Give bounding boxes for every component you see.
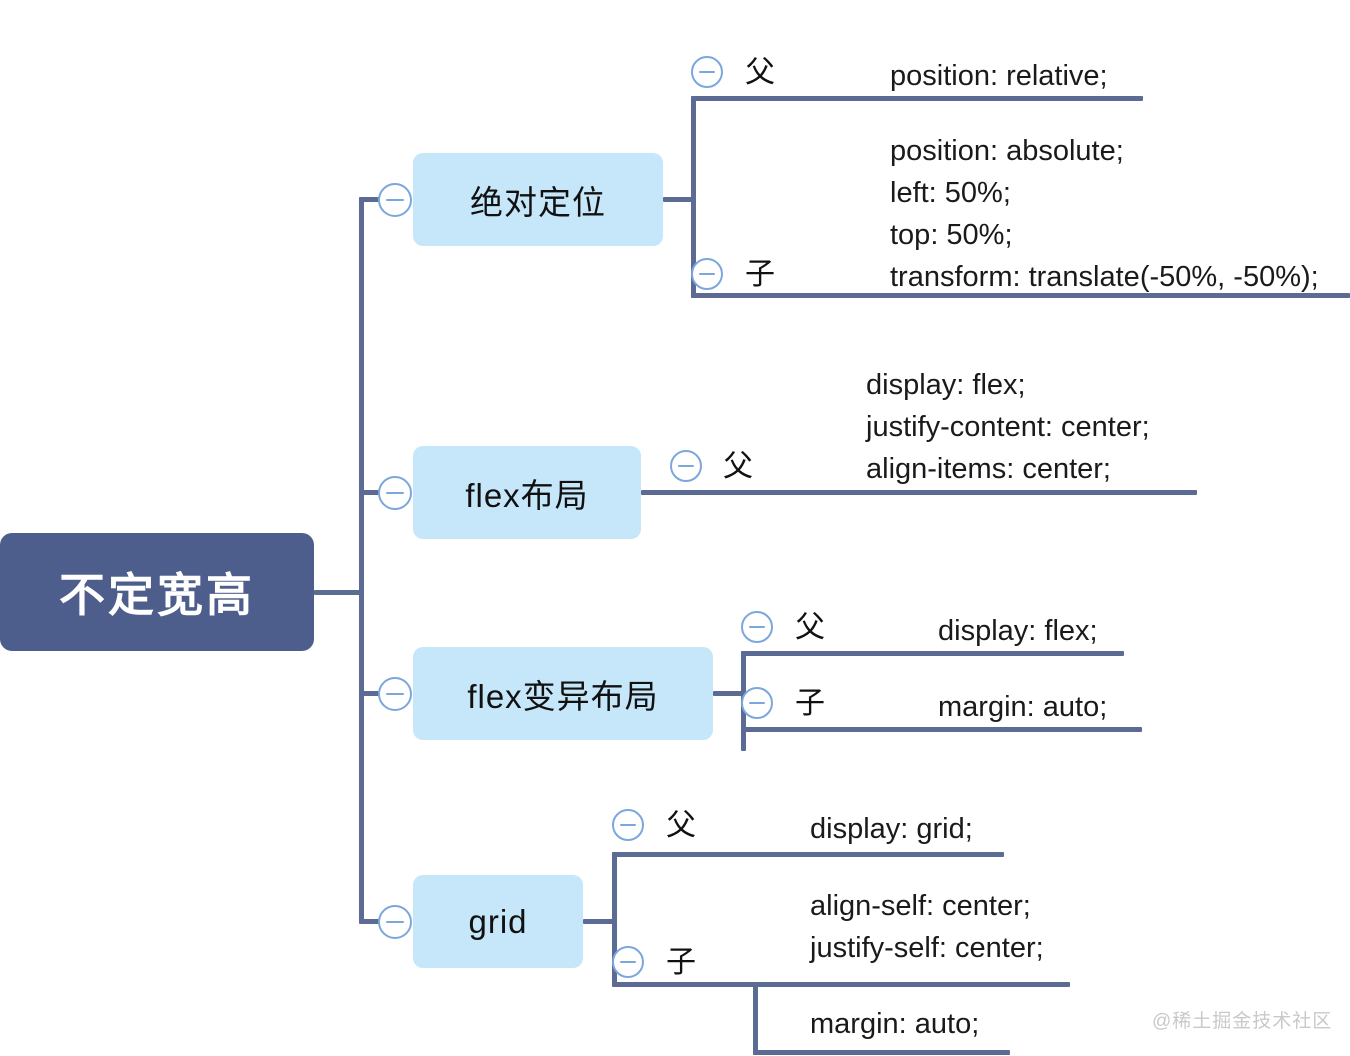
flex-variant-sub-stub [713, 691, 745, 696]
code-line: justify-self: center; [810, 932, 1044, 964]
collapse-toggle-flex-parent[interactable] [670, 450, 702, 482]
collapse-toggle-grid[interactable] [378, 905, 412, 939]
branch-connector-grid [359, 919, 389, 924]
absolute-child-declarations: position: absolute; left: 50%; top: 50%;… [890, 130, 1319, 298]
branch-node-flex-variant[interactable]: flex变异布局 [413, 647, 713, 740]
absolute-sub-bracket [691, 96, 696, 298]
collapse-toggle-flex-variant[interactable] [378, 677, 412, 711]
code-line: position: absolute; [890, 135, 1124, 167]
code-line: transform: translate(-50%, -50%); [890, 261, 1319, 293]
collapse-toggle-absolute[interactable] [378, 183, 412, 217]
code-line: margin: auto; [810, 1008, 980, 1040]
flex-parent-role-label: 父 [723, 450, 753, 483]
root-trunk-connector [314, 590, 362, 595]
trunk-vertical-line [359, 199, 364, 923]
flex-variant-child-role-label: 子 [795, 687, 825, 720]
watermark-label: @稀土掘金技术社区 [1152, 1011, 1333, 1032]
grid-sub-stub [583, 919, 615, 924]
code-line: left: 50%; [890, 177, 1011, 209]
collapse-toggle-absolute-parent[interactable] [691, 56, 723, 88]
collapse-toggle-flex-variant-parent[interactable] [741, 611, 773, 643]
code-line: align-items: center; [866, 453, 1111, 485]
grid-sub-bracket [612, 852, 617, 986]
flex-parent-underline [641, 490, 1197, 495]
branch-node-grid-label: grid [468, 902, 528, 940]
code-line: display: flex; [938, 615, 1098, 647]
branch-connector-flex-variant [359, 691, 389, 696]
grid-parent-underline [612, 852, 1004, 857]
grid-child-nested-declarations: margin: auto; [810, 1003, 979, 1045]
code-line: top: 50%; [890, 219, 1013, 251]
branch-node-flex[interactable]: flex布局 [413, 446, 641, 539]
branch-node-grid[interactable]: grid [413, 875, 583, 968]
flex-variant-child-underline [741, 727, 1142, 732]
absolute-child-underline [691, 293, 1350, 298]
branch-node-absolute[interactable]: 绝对定位 [413, 153, 663, 246]
absolute-sub-stub [663, 197, 695, 202]
grid-child-underline [612, 982, 1070, 987]
flex-parent-declarations: display: flex; justify-content: center; … [866, 364, 1150, 490]
absolute-parent-role-label: 父 [745, 56, 775, 89]
grid-child-role-label: 子 [666, 946, 696, 979]
code-line: position: relative; [890, 60, 1108, 92]
absolute-child-role-label: 子 [745, 258, 775, 291]
flex-variant-parent-underline [741, 651, 1124, 656]
flex-variant-parent-declarations: display: flex; [938, 610, 1098, 652]
flex-variant-parent-role-label: 父 [795, 611, 825, 644]
grid-parent-role-label: 父 [666, 809, 696, 842]
grid-parent-declarations: display: grid; [810, 808, 973, 850]
collapse-toggle-grid-child[interactable] [612, 946, 644, 978]
branch-node-flex-variant-label: flex变异布局 [467, 677, 659, 715]
code-line: display: grid; [810, 813, 973, 845]
collapse-toggle-grid-parent[interactable] [612, 809, 644, 841]
branch-connector-absolute [359, 197, 389, 202]
flex-variant-child-declarations: margin: auto; [938, 686, 1107, 728]
grid-child-nested-bracket [753, 982, 758, 1054]
branch-node-absolute-label: 绝对定位 [470, 183, 606, 221]
code-line: margin: auto; [938, 691, 1108, 723]
collapse-toggle-absolute-child[interactable] [691, 258, 723, 290]
grid-child-declarations: align-self: center; justify-self: center… [810, 885, 1044, 969]
branch-connector-flex [359, 490, 389, 495]
absolute-parent-underline [691, 96, 1143, 101]
collapse-toggle-flex-variant-child[interactable] [741, 687, 773, 719]
code-line: display: flex; [866, 369, 1026, 401]
grid-child-nested-underline [753, 1050, 1010, 1055]
root-node-label: 不定宽高 [59, 569, 255, 621]
absolute-parent-declarations: position: relative; [890, 55, 1108, 97]
code-line: align-self: center; [810, 890, 1031, 922]
branch-node-flex-label: flex布局 [465, 476, 589, 514]
root-node[interactable]: 不定宽高 [0, 533, 314, 651]
code-line: justify-content: center; [866, 411, 1150, 443]
collapse-toggle-flex[interactable] [378, 476, 412, 510]
